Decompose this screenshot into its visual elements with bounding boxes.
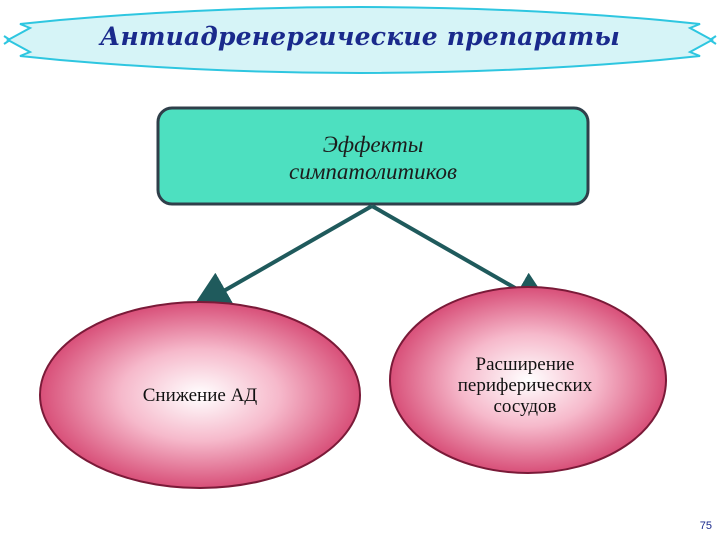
top-box-label: Эффекты симпатолитиков — [158, 116, 588, 200]
left-ellipse-text: Снижение АД — [142, 384, 258, 406]
left-ellipse — [39, 301, 361, 489]
arrow-left — [190, 204, 373, 310]
left-ellipse-label: Снижение АД — [70, 360, 330, 430]
right-ellipse-label: Расширение периферических сосудов — [405, 340, 645, 430]
right-ellipse — [389, 286, 667, 474]
right-ellipse-line-2: периферических — [457, 374, 593, 396]
top-box-line-1: Эффекты — [322, 132, 424, 157]
title-banner — [5, 6, 715, 74]
right-ellipse-line-1: Расширение — [475, 353, 575, 375]
top-box — [156, 106, 590, 206]
right-ellipse-line-3: сосудов — [493, 395, 557, 417]
title-banner-edge-left — [3, 35, 11, 45]
top-box-line-2: симпатолитиков — [289, 159, 457, 184]
page-title: Антиадренергические препараты — [99, 22, 621, 51]
page-number: 75 — [699, 520, 712, 532]
arrow-right — [371, 204, 554, 310]
title-banner-edge-right — [709, 35, 717, 45]
